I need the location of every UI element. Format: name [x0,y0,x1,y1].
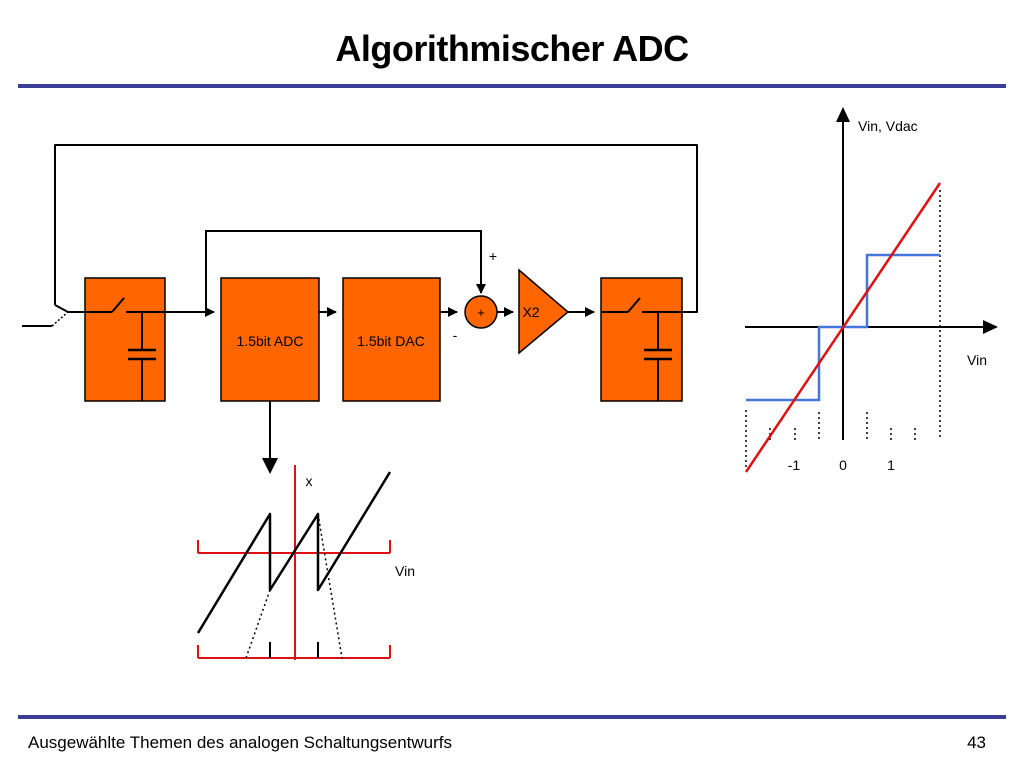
transfer-x-axis-arrowhead [983,320,998,334]
residue-dotted-right [317,513,343,659]
input-switch-arm [51,311,69,327]
slide-title: Algorithmischer ADC [335,28,689,69]
page-number: 43 [967,733,986,752]
sum-plus-input-label: + [489,248,497,264]
dac-block [342,277,441,402]
sample-hold-block-2 [600,277,683,402]
gain-amplifier [518,268,570,355]
adc-block-label: 1.5bit ADC [237,333,304,349]
gain-label: X2 [522,304,539,320]
bottom-divider [18,715,1006,719]
summing-node-symbol: + [477,305,485,320]
input-switch-blade [54,304,69,313]
transfer-y-axis-arrowhead [836,107,850,122]
transfer-tick-label-1: 1 [887,457,895,473]
residue-y-axis-label: x [306,473,313,489]
residue-sawtooth-curve [196,471,392,634]
adc-block [220,277,320,402]
top-divider [18,84,1006,88]
transfer-x-axis-label: Vin [967,352,987,368]
transfer-plot: Vin, Vdac Vin -1 0 1 [744,107,998,473]
sum-minus-input-label: - [453,327,458,343]
transfer-tick-label-neg1: -1 [788,457,801,473]
adc-output-arrowhead [262,458,278,474]
inner-feedback-wire [205,230,486,312]
transfer-dotted-guides [745,190,941,470]
residue-dotted-left [245,589,271,659]
sample-hold-block-1 [84,277,166,402]
outer-feedback-wire [54,144,698,313]
transfer-tick-label-0: 0 [839,457,847,473]
transfer-y-axis-label: Vin, Vdac [858,118,918,134]
dac-block-label: 1.5bit DAC [357,333,425,349]
footer-text: Ausgewählte Themen des analogen Schaltun… [28,733,453,752]
transfer-vin-line [744,182,942,473]
block-diagram: 1.5bit ADC 1.5bit DAC + + - X2 [22,144,698,474]
residue-x-axis-label: Vin [395,563,415,579]
residue-plot: x Vin [196,465,415,660]
